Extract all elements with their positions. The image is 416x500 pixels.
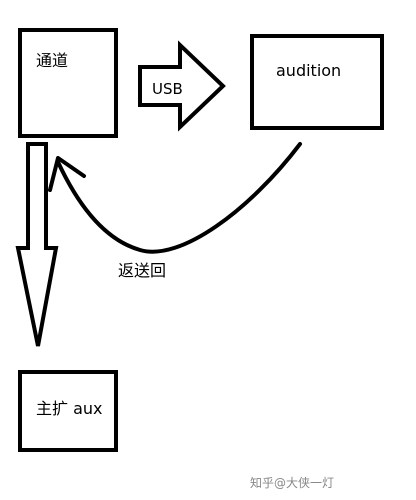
- down-arrow: [15, 142, 59, 347]
- main-expansion-node-label: 主扩 aux: [36, 399, 103, 418]
- return-curve: [56, 142, 302, 254]
- return-edge-label: 返送回: [118, 261, 167, 280]
- main-expansion-node-box: [18, 370, 118, 452]
- watermark: 知乎@大侠一灯: [250, 476, 335, 490]
- audition-node-label: audition: [276, 61, 342, 80]
- usb-edge-label: USB: [152, 80, 183, 98]
- audition-node-box: [250, 34, 384, 130]
- channel-node-label: 通道: [36, 51, 69, 70]
- channel-node-box: [18, 28, 118, 138]
- return-arrowhead: [48, 156, 86, 192]
- usb-arrow: [138, 40, 226, 132]
